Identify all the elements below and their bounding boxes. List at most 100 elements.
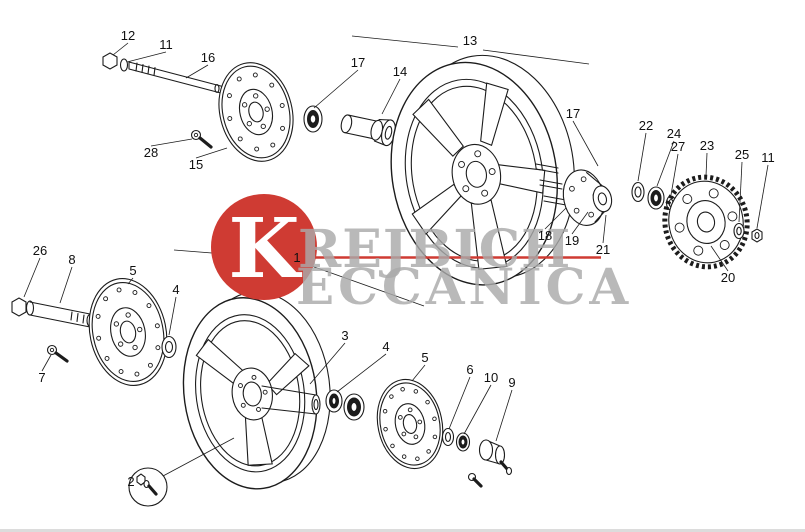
drill-hole — [270, 142, 276, 148]
drill-hole — [236, 76, 242, 82]
drill-hole — [415, 456, 420, 461]
watermark: K REJBICH ECCANICA — [211, 194, 632, 316]
front-wheel-bearing — [343, 393, 365, 421]
drill-hole — [426, 449, 431, 454]
front-right-small-parts — [441, 427, 471, 452]
drill-hole — [397, 415, 403, 420]
sprocket-holes — [674, 188, 738, 256]
drill-hole — [246, 121, 252, 127]
drill-hole — [253, 93, 259, 99]
disc-edge — [221, 65, 291, 159]
rear-axle-nut-group — [733, 222, 763, 243]
washer-25-bore — [736, 226, 742, 236]
disc-buttons — [241, 93, 270, 130]
leader-line-9 — [495, 389, 513, 442]
drill-hole — [674, 222, 685, 233]
spacer-bore — [331, 396, 337, 406]
part-label-9: 9 — [508, 375, 515, 390]
sleeve-end — [340, 114, 353, 134]
leader-line-25 — [738, 161, 743, 223]
part-label-5: 5 — [129, 263, 136, 278]
rim-bead — [200, 320, 301, 467]
bolt-shaft — [54, 351, 69, 363]
drill-hole — [383, 426, 388, 432]
bolt-shaft — [198, 136, 213, 149]
seal-10-bore — [460, 438, 466, 446]
disc-carrier — [238, 88, 274, 136]
front-brake-disc-right — [376, 378, 444, 470]
front-brake-disc-left — [88, 278, 168, 386]
hub-tube-3 — [261, 385, 321, 415]
part-label-18: 18 — [538, 228, 552, 243]
drill-hole — [251, 374, 257, 380]
hub-holes — [238, 374, 268, 412]
drill-hole — [132, 290, 138, 295]
drill-hole — [240, 402, 246, 408]
detail-bolt-shaft — [147, 484, 158, 496]
watermark-monogram: K — [228, 201, 302, 297]
front-axle-shaft — [29, 301, 91, 328]
drill-hole — [227, 93, 232, 99]
drill-hole — [262, 389, 268, 395]
drill-hole — [280, 125, 285, 131]
disc-edge — [379, 382, 441, 466]
drill-hole — [132, 344, 138, 351]
part-label-11: 11 — [159, 37, 173, 52]
drill-hole — [264, 106, 270, 112]
sprocket-inner-ring — [686, 200, 726, 244]
flange-bore — [597, 192, 608, 206]
bearing-bore — [309, 114, 317, 124]
rear-brake-disc — [218, 62, 294, 162]
drill-hole — [569, 185, 575, 192]
leader-line-5 — [411, 364, 426, 382]
hub-bore — [465, 160, 488, 188]
stud-pins — [535, 163, 567, 206]
bolt-socket — [193, 132, 199, 138]
drill-hole — [481, 189, 489, 197]
nut-11-bore — [754, 231, 760, 240]
leader-line-11 — [756, 164, 769, 229]
spoke — [480, 82, 509, 146]
axle-threads — [135, 62, 156, 77]
disc-center-hole — [248, 101, 264, 123]
leader-line-21 — [602, 214, 607, 244]
drill-hole — [413, 434, 419, 440]
disc-buttons — [113, 312, 143, 351]
drill-hole — [682, 194, 693, 204]
drill-hole — [400, 387, 405, 392]
rim-inner — [195, 314, 306, 473]
disc-buttons — [397, 407, 423, 440]
leader-line-14 — [381, 78, 401, 115]
disc-center-hole — [119, 320, 137, 344]
leader-line-28 — [150, 138, 193, 147]
drill-hole — [727, 211, 738, 222]
leader-line-23 — [705, 152, 708, 177]
washer-25 — [733, 222, 745, 240]
bolt-head — [190, 129, 202, 141]
drill-hole — [573, 207, 580, 214]
watermark-badge — [211, 194, 317, 300]
speedo-nipple-tip — [505, 466, 513, 476]
bearing-24-bore — [652, 193, 660, 203]
part-label-3: 3 — [341, 328, 348, 343]
hub-tube-end — [311, 394, 321, 415]
part-label-23: 23 — [700, 138, 714, 153]
leader-line-11 — [126, 51, 167, 63]
drill-hole — [413, 389, 419, 394]
detail-circle-2 — [128, 437, 235, 507]
part-label-1: 1 — [293, 250, 300, 265]
hub-holes — [458, 150, 496, 197]
watermark-word-bottom: ECCANICA — [296, 257, 632, 316]
rear-axle-assembly — [102, 52, 240, 99]
spacer-outer — [161, 335, 177, 359]
axle-step — [214, 83, 220, 94]
part-label-26: 26 — [33, 243, 47, 258]
leader-line-16 — [185, 64, 209, 79]
leader-line-10 — [463, 384, 492, 435]
drill-hole — [390, 443, 395, 449]
part-label-19: 19 — [565, 233, 579, 248]
part-label-21: 21 — [596, 242, 610, 257]
part-label-22: 22 — [639, 118, 653, 133]
